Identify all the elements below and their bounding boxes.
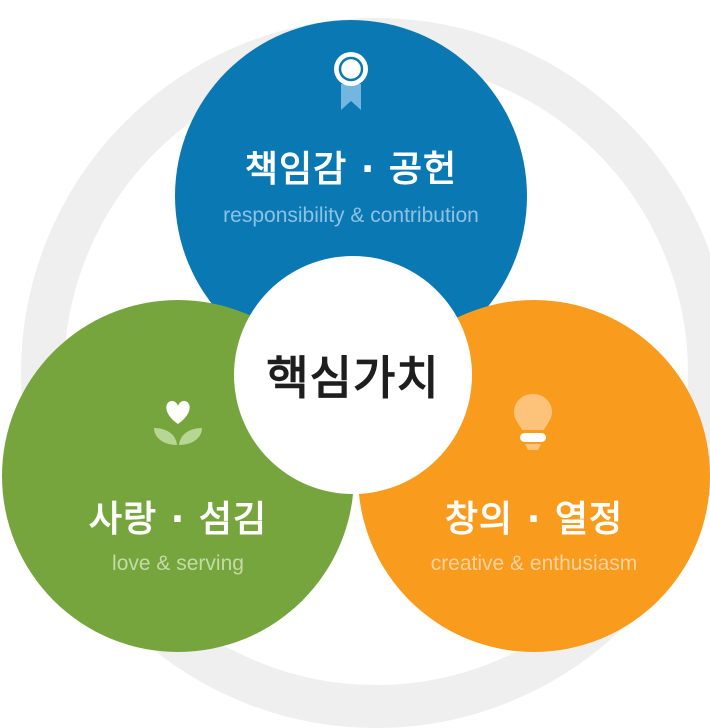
lightbulb-icon — [514, 394, 552, 450]
award-ribbon-icon — [334, 52, 368, 110]
value-subtitle: responsibility & contribution — [223, 204, 479, 227]
value-title: 사랑 · 섬김 — [88, 499, 268, 540]
core-values-title: 핵심가치 — [266, 351, 440, 405]
heart-sprout-icon — [154, 401, 202, 445]
value-title: 창의 · 열정 — [444, 499, 624, 540]
value-title: 책임감 · 공헌 — [244, 149, 458, 190]
core-values-center: 핵심가치 — [234, 256, 472, 494]
value-subtitle: love & serving — [112, 552, 244, 575]
value-subtitle: creative & enthusiasm — [430, 552, 638, 575]
